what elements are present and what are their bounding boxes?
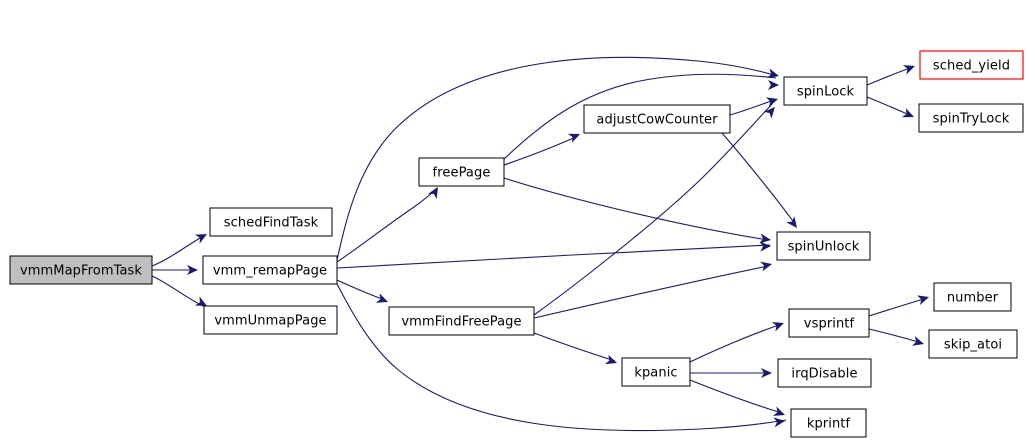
edge-vsprintf-to-skip_atoi [868,328,923,344]
arrowhead-vsprintf [771,322,784,332]
arrowhead-vmmUnmapPage [194,296,207,306]
node-box-irqDisable[interactable] [777,358,872,388]
edge-vmmFindFreePage-to-spinUnlock [533,265,769,319]
node-spinUnlock[interactable]: spinUnlock [776,231,871,261]
node-box-sched_yield[interactable] [919,50,1024,80]
node-box-schedFindTask[interactable] [209,207,333,237]
edge-kpanic-to-kprintf [689,379,783,414]
node-adjustCowCounter[interactable]: adjustCowCounter [583,104,731,134]
edge-vmmMapFromTask-to-schedFindTask [151,234,206,267]
arrowhead-spinLock-c [766,97,778,107]
edge-vsprintf-to-number [868,297,928,317]
node-box-spinTryLock[interactable] [918,103,1024,133]
node-irqDisable[interactable]: irqDisable [777,358,872,388]
arrowhead-kprintf-a [772,406,785,416]
node-box-spinLock[interactable] [783,76,868,106]
node-freePage[interactable]: freePage [418,157,505,187]
arrowhead-adjustCowCounter [567,133,580,143]
arrowheads-layer [187,65,929,428]
arrowhead-spinLock-a [767,68,779,79]
node-box-vmmFindFreePage[interactable] [388,306,535,336]
node-box-vmm_remapPage[interactable] [202,255,338,285]
node-vmmFindFreePage[interactable]: vmmFindFreePage [388,306,535,336]
node-box-kprintf[interactable] [790,408,867,438]
edge-spinLock-to-spinTryLock [866,96,913,117]
node-spinTryLock[interactable]: spinTryLock [918,103,1024,133]
node-vmm_remapPage[interactable]: vmm_remapPage [202,255,338,285]
arrowhead-vmm_remapPage [187,265,198,275]
node-box-adjustCowCounter[interactable] [583,104,731,134]
node-box-vsprintf[interactable] [788,308,870,338]
node-skip_atoi[interactable]: skip_atoi [928,329,1018,359]
arrowhead-kpanic [604,354,617,365]
arrowhead-spinUnlock-b [759,241,771,252]
node-vmmUnmapPage[interactable]: vmmUnmapPage [203,305,338,335]
edge-adjustCowCounter-to-spinLock [729,99,775,116]
arrowhead-spinUnlock-d [786,216,797,228]
arrowhead-sched_yield [902,65,915,75]
edge-freePage-to-adjustCowCounter [503,135,579,166]
edge-kpanic-to-vsprintf [689,323,783,363]
node-number[interactable]: number [933,282,1012,312]
edge-vmmFindFreePage-to-kpanic [533,332,616,362]
edge-adjustCowCounter-to-spinUnlock [721,132,796,225]
edge-vmmFindFreePage-to-spinLock [533,103,773,316]
arrowhead-vmmFindFreePage [375,293,388,303]
edge-spinLock-to-sched_yield [866,66,914,86]
nodes-layer: vmmMapFromTask schedFindTask vmm_remapPage… [9,50,1024,438]
node-box-freePage[interactable] [418,157,505,187]
node-box-vmmMapFromTask[interactable] [9,255,153,285]
edge-vmm_remapPage-to-kprintf [336,283,787,432]
edge-freePage-to-spinUnlock [503,177,769,241]
edge-vmm_remapPage-to-spinLock [336,56,778,261]
edge-vmm_remapPage-to-freePage [336,187,438,263]
edge-vmm_remapPage-to-spinUnlock [336,244,771,269]
arrowhead-schedFindTask [194,234,207,244]
node-box-number[interactable] [933,282,1012,312]
node-vsprintf[interactable]: vsprintf [788,308,870,338]
arrowhead-number [917,295,929,305]
edge-vmmMapFromTask-to-vmmUnmapPage [151,275,206,308]
node-kpanic[interactable]: kpanic [621,357,691,387]
node-kprintf[interactable]: kprintf [790,408,867,438]
node-sched_yield[interactable]: sched_yield [919,50,1024,80]
arrowhead-freePage [428,187,438,200]
arrowhead-spinLock-d [763,107,775,119]
arrowhead-spinUnlock-a [759,233,771,244]
node-box-vmmUnmapPage[interactable] [203,305,338,335]
node-box-skip_atoi[interactable] [928,329,1018,359]
arrowhead-irqDisable [761,368,772,378]
arrowhead-spinUnlock-c [760,261,772,272]
arrowhead-spinLock-b [768,80,779,90]
node-vmmMapFromTask[interactable]: vmmMapFromTask [9,255,153,285]
edge-freePage-to-spinLock [503,73,777,160]
node-box-spinUnlock[interactable] [776,231,871,261]
node-schedFindTask[interactable]: schedFindTask [209,207,333,237]
node-spinLock[interactable]: spinLock [783,76,868,106]
arrowhead-kprintf-b [773,417,785,428]
arrowhead-spinTryLock [901,108,914,118]
arrowhead-skip_atoi [912,336,924,346]
node-box-kpanic[interactable] [621,357,691,387]
